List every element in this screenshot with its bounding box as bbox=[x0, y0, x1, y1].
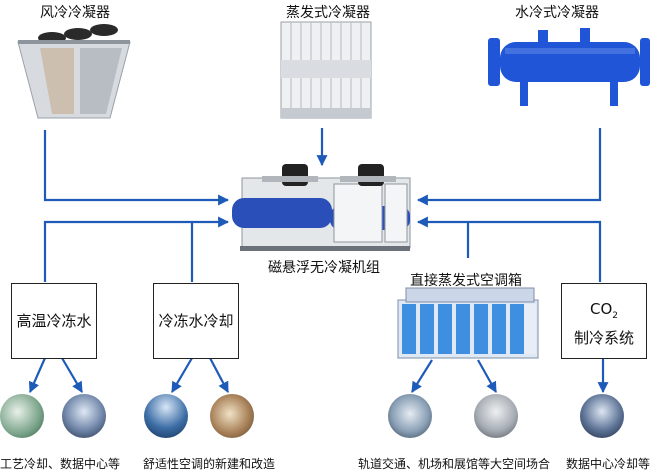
co2-label: CO bbox=[589, 300, 613, 318]
datacenter-caption: 数据中心冷却等 bbox=[566, 457, 651, 471]
water-cooled-title: 水冷式冷凝器 bbox=[515, 5, 599, 21]
arrow-chilled-right bbox=[209, 357, 229, 393]
arrow-high-temp-left bbox=[28, 357, 47, 394]
datacenter-photo-2 bbox=[580, 394, 624, 438]
chilled-water-cooling-box: 冷冻水冷却 bbox=[153, 283, 239, 359]
arrow-high-temp-right bbox=[61, 357, 83, 393]
rail-transit-photo bbox=[388, 394, 432, 438]
ahu-title: 直接蒸发式空调箱 bbox=[410, 273, 522, 289]
co2-line: CO2 bbox=[562, 298, 646, 327]
evaporative-title: 蒸发式冷凝器 bbox=[286, 5, 370, 21]
co2-refrigeration-label: 制冷系统 bbox=[573, 329, 634, 347]
co2-system-box: CO2 制冷系统 bbox=[561, 283, 647, 359]
arrow-right-return bbox=[416, 216, 602, 282]
center-unit-label: 磁悬浮无冷凝机组 bbox=[268, 260, 380, 276]
co2-subscript: 2 bbox=[612, 311, 618, 321]
industrial-caption: 工艺冷却、数据中心等 bbox=[0, 457, 121, 471]
arrow-ahu-left bbox=[411, 359, 433, 393]
high-temp-chilled-water-label: 高温冷冻水 bbox=[16, 312, 92, 330]
arrow-air-cooled bbox=[43, 130, 230, 206]
exhibition-hall-photo bbox=[474, 394, 518, 438]
comfort-caption: 舒适性空调的新建和改造 bbox=[143, 457, 276, 471]
air-cooled-title: 风冷冷凝器 bbox=[40, 5, 110, 21]
office-building-photo bbox=[144, 394, 188, 438]
chilled-water-cooling-label: 冷冻水冷却 bbox=[158, 312, 234, 330]
interior-photo bbox=[210, 394, 254, 438]
high-temp-chilled-water-box: 高温冷冻水 bbox=[11, 283, 97, 359]
datacenter-photo-1 bbox=[62, 394, 106, 438]
arrow-water-cooled bbox=[416, 128, 602, 206]
industrial-photo bbox=[0, 394, 44, 438]
arrow-ahu-right bbox=[477, 359, 497, 393]
transport-caption: 轨道交通、机场和展馆等大空间场合 bbox=[358, 457, 551, 471]
arrow-chilled-left bbox=[171, 357, 193, 393]
arrow-left-return bbox=[43, 216, 230, 282]
